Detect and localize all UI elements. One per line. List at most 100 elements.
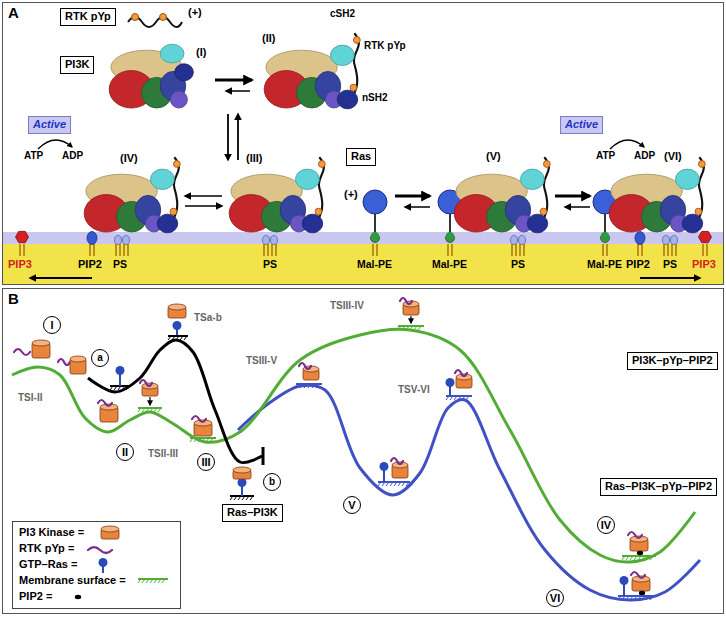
lipid-tail <box>19 244 21 256</box>
surface-hatch <box>378 482 381 486</box>
surface-line <box>138 407 162 409</box>
domain-label: nSH2 <box>362 92 388 104</box>
ras-anchor <box>374 214 376 234</box>
node-text: V <box>348 500 355 511</box>
surface-hatch <box>446 396 449 400</box>
ras-icon <box>116 366 125 375</box>
lipid-tail <box>511 244 513 256</box>
phosphotyrosine <box>173 161 180 168</box>
surface-hatch <box>194 438 197 442</box>
lipid-label: PS <box>113 258 127 270</box>
complex-tag: Ras–PI3K <box>222 504 283 522</box>
surface-hatch <box>650 556 653 560</box>
node-text: Ras–PI3K–pYp–PIP2 <box>605 480 712 494</box>
ras-anchor <box>449 214 451 234</box>
reaction-arrow <box>185 195 222 197</box>
surface-hatch <box>398 326 401 330</box>
ras-icon-stalk <box>119 374 121 386</box>
state-label: (+) <box>344 188 358 201</box>
lipid-tail <box>267 244 269 256</box>
reaction-arrow <box>555 195 590 198</box>
phosphotyrosine <box>698 161 705 168</box>
surface-hatch <box>622 556 625 560</box>
transition-state-label: TSIII-V <box>246 355 277 367</box>
phosphotyrosine <box>315 208 322 215</box>
ras-icon <box>620 576 629 585</box>
pi3k-protein <box>454 157 550 233</box>
surface-hatch <box>300 384 303 388</box>
state-number: I <box>43 316 61 334</box>
pi3k-icon <box>101 526 119 539</box>
pip2-icon <box>637 551 643 555</box>
ps-headgroup <box>263 236 270 245</box>
lipid-tail <box>93 244 95 256</box>
surface-hatch <box>642 596 645 600</box>
state-label: (II) <box>262 32 275 45</box>
lipid-tail <box>271 244 273 256</box>
surface-hatch <box>618 596 621 600</box>
legend-row: GTP–Ras = <box>19 557 174 573</box>
surface-hatch <box>462 396 465 400</box>
ras-anchor-dot <box>371 232 379 240</box>
phosphotyrosine <box>350 84 357 91</box>
node-text: a <box>97 353 103 363</box>
node-text: VI <box>550 593 560 604</box>
surface-hatch <box>316 384 319 388</box>
transition-state-label: TSII-III <box>148 448 178 460</box>
lipid-symbol <box>271 236 278 257</box>
surface-hatch <box>650 596 653 600</box>
surface-hatch <box>176 336 179 340</box>
pyp-icon <box>391 458 403 464</box>
state-label: (V) <box>486 150 501 163</box>
sh2-domain <box>521 169 545 189</box>
sh2-domain <box>676 169 700 189</box>
node-text: PI3K <box>65 58 89 72</box>
sh2-domain <box>296 169 320 189</box>
surface-hatch <box>242 496 245 500</box>
lipid-symbol <box>16 231 29 256</box>
legend-text: PIP2 = <box>19 590 52 603</box>
state-number: VI <box>546 589 564 607</box>
pi3k-icon-top <box>168 304 186 310</box>
surface-hatch <box>454 396 457 400</box>
surface-hatch <box>646 596 649 600</box>
sh2-domain <box>302 214 322 233</box>
lipid-symbol <box>87 232 97 257</box>
surface-hatch <box>308 384 311 388</box>
lipid-label: PS <box>263 258 277 270</box>
surface-hatch <box>418 326 421 330</box>
membrane-surface-symbol <box>622 556 656 560</box>
lipid-label: PIP2 <box>626 258 650 271</box>
lipid-tail <box>602 244 604 256</box>
membrane-surface-symbol <box>446 396 472 400</box>
ras-anchor-dot <box>601 232 609 240</box>
surface-hatch <box>172 336 175 340</box>
surface-hatch <box>398 482 401 486</box>
surface-hatch <box>622 596 625 600</box>
surface-hatch <box>406 326 409 330</box>
surface-hatch <box>142 408 145 412</box>
transition-state-label: TSa-b <box>194 312 222 324</box>
pi3k-icon <box>70 356 86 374</box>
membrane-surface-symbol <box>618 596 656 600</box>
pi3k-protein <box>109 44 193 108</box>
surface-hatch <box>234 496 237 500</box>
lipid-tail <box>637 244 639 256</box>
lipid-tail <box>376 244 378 256</box>
reaction-arrow <box>237 114 239 160</box>
surface-hatch <box>210 438 213 442</box>
surface-hatch <box>642 556 645 560</box>
sh2-domain <box>175 64 194 81</box>
surface-hatch <box>450 396 453 400</box>
ras-protein <box>363 190 387 240</box>
lipid-tail <box>706 244 708 256</box>
node-text: II <box>122 447 128 458</box>
reaction-arrow <box>640 277 700 279</box>
pyp-icon <box>58 359 70 365</box>
surface-hatch <box>646 556 649 560</box>
surface-hatch <box>154 579 157 583</box>
legend-text: PI3 Kinase = <box>19 526 84 539</box>
lipid-label: PIP2 <box>78 258 102 271</box>
lipid-symbol <box>671 236 678 257</box>
surface-hatch <box>154 408 157 412</box>
